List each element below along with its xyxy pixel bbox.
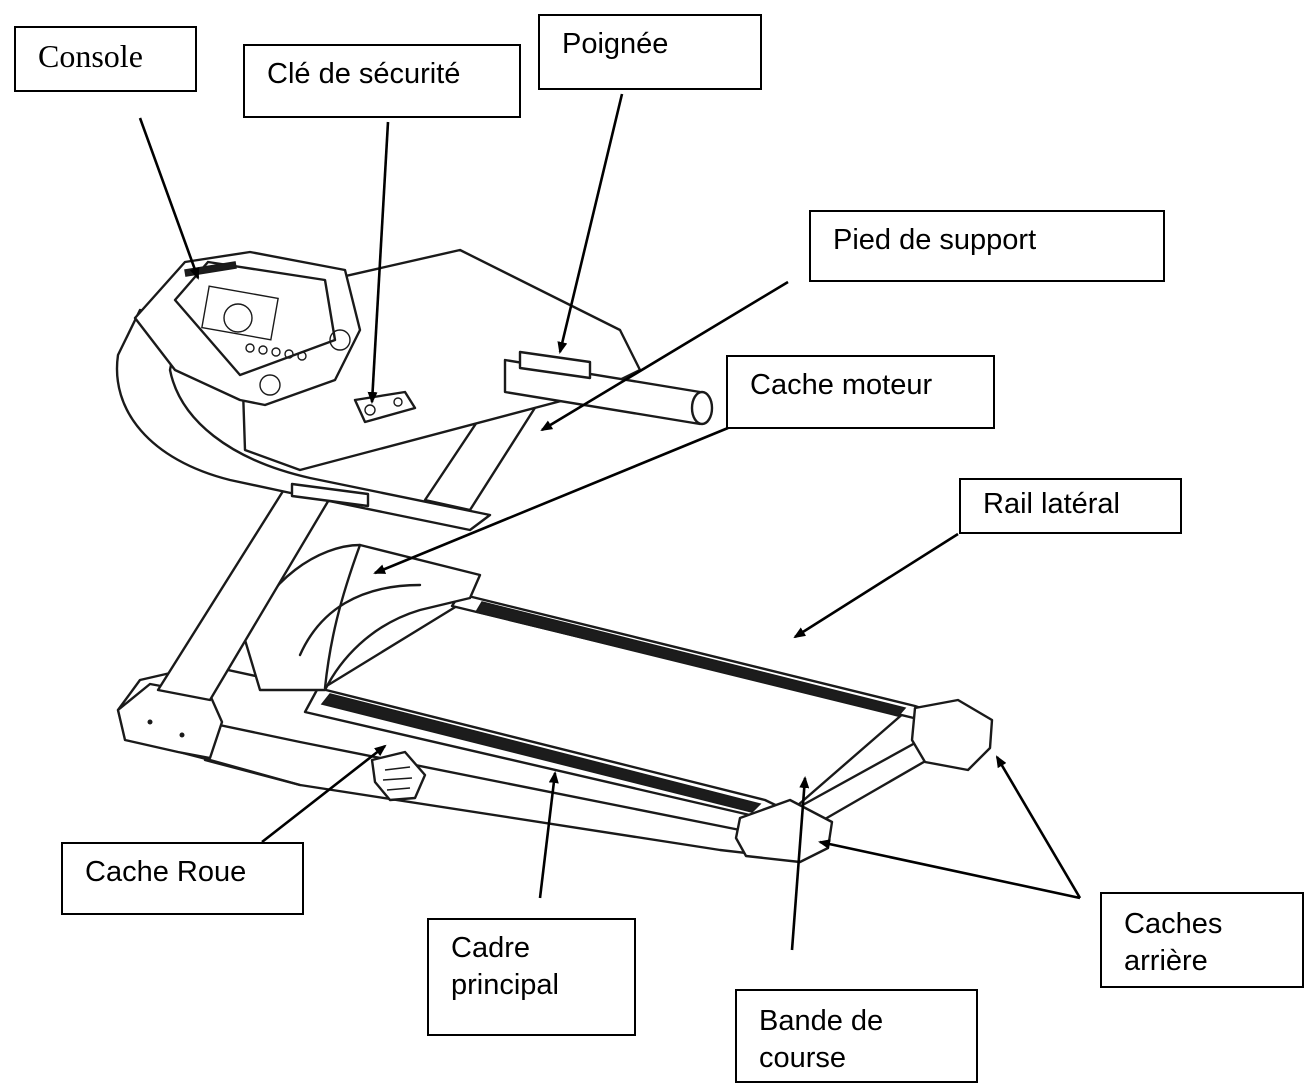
- label-handle: Poignée: [538, 14, 762, 90]
- label-main-frame-line1: Cadre: [451, 932, 530, 964]
- label-support-foot: Pied de support: [809, 210, 1165, 282]
- arrow-motor-cover: [373, 426, 729, 575]
- arrow-running-belt: [790, 776, 810, 951]
- label-rear-covers: Caches arrière: [1100, 892, 1304, 988]
- label-motor-cover-text: Cache moteur: [750, 369, 933, 401]
- arrow-side-rail: [793, 532, 959, 639]
- label-main-frame-line2: principal: [451, 969, 559, 1001]
- rear-cap-left: [734, 798, 834, 864]
- label-running-belt-line2: course: [759, 1042, 847, 1074]
- label-wheel-cover-text: Cache Roue: [85, 856, 247, 888]
- wheel-cover-shape: [370, 750, 427, 802]
- arrow-safety-key: [367, 121, 390, 404]
- rear-cap-right: [910, 698, 994, 772]
- arrow-console: [138, 117, 200, 280]
- label-console: Console: [14, 26, 197, 92]
- label-console-text: Console: [38, 38, 143, 74]
- label-support-foot-text: Pied de support: [833, 224, 1037, 256]
- arrow-rear-cover-left: [818, 839, 1081, 900]
- label-wheel-cover: Cache Roue: [61, 842, 304, 915]
- label-rear-covers-line1: Caches: [1124, 908, 1223, 940]
- arrow-handle: [557, 93, 624, 354]
- label-safety-key: Clé de sécurité: [243, 44, 521, 118]
- label-safety-key-text: Clé de sécurité: [267, 58, 461, 90]
- label-running-belt: Bande de course: [735, 989, 978, 1083]
- annotation-arrows: [138, 93, 1082, 951]
- handle-grip-right: [518, 350, 592, 380]
- arrow-support-foot: [540, 280, 789, 432]
- label-running-belt-line1: Bande de: [759, 1005, 884, 1037]
- label-main-frame: Cadre principal: [427, 918, 636, 1036]
- label-rear-covers-line2: arrière: [1124, 945, 1208, 977]
- label-side-rail: Rail latéral: [959, 478, 1182, 534]
- label-handle-text: Poignée: [562, 28, 669, 60]
- label-side-rail-text: Rail latéral: [983, 488, 1120, 520]
- label-motor-cover: Cache moteur: [726, 355, 995, 429]
- arrow-main-frame: [538, 771, 559, 899]
- treadmill-drawing: [115, 248, 994, 864]
- arrow-rear-cover-right: [995, 755, 1082, 899]
- arrow-wheel-cover: [261, 744, 387, 844]
- handle-grip-left: [290, 482, 370, 508]
